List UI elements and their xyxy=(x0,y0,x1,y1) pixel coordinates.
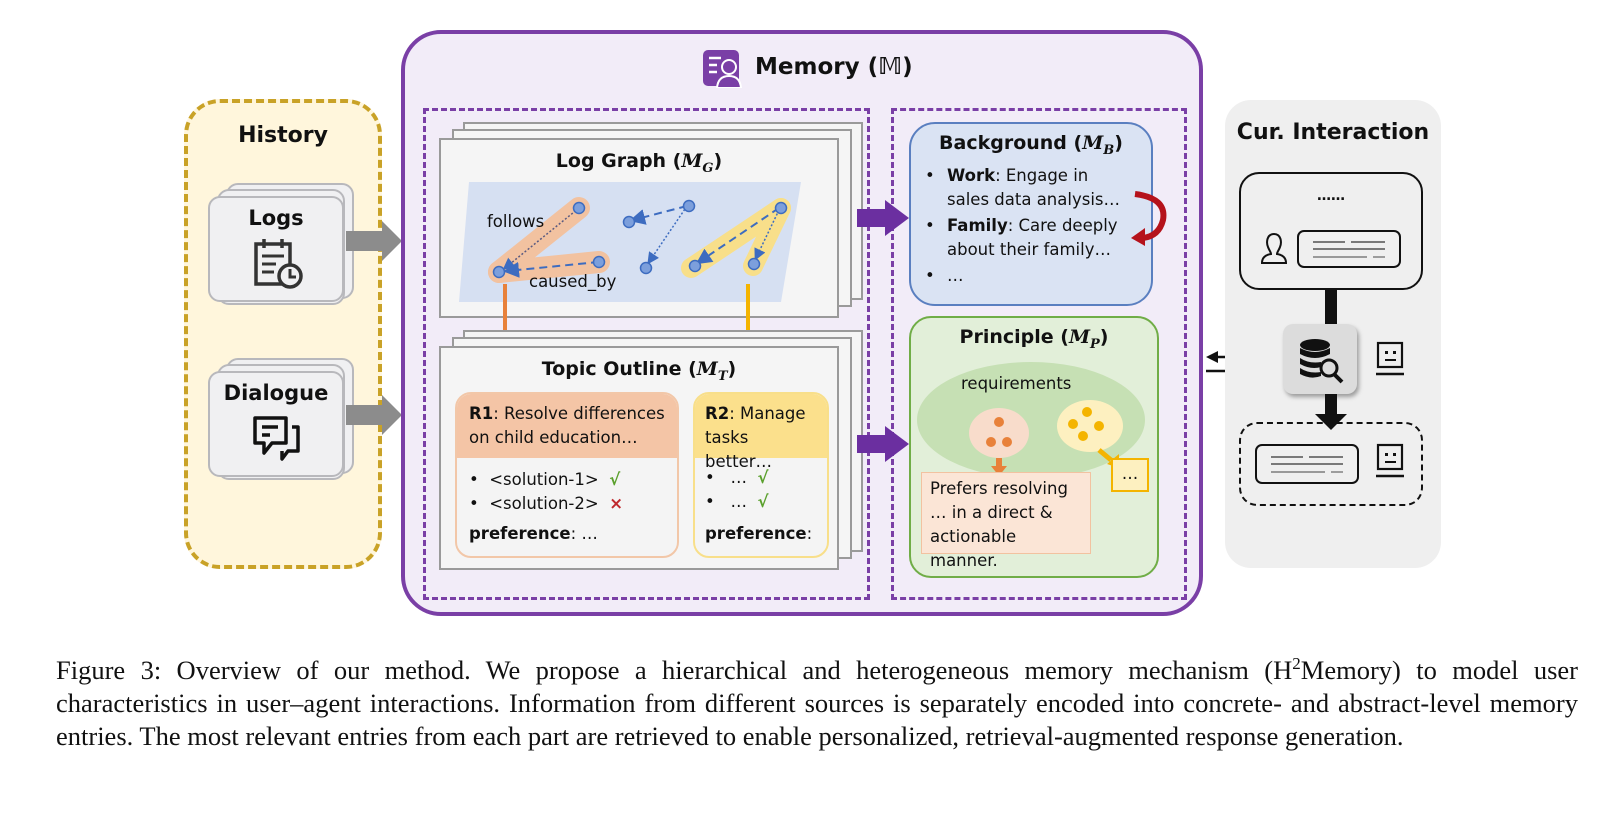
topic-r1-header: R1: Resolve differences on child educati… xyxy=(457,394,677,458)
background-item-work: •Work: Engage in sales data analysis… xyxy=(925,166,1121,209)
graph-node xyxy=(592,255,606,269)
user-query-box: …… xyxy=(1239,172,1423,290)
check-icon: √ xyxy=(757,492,769,511)
background-title: Background (MB) xyxy=(939,132,1123,158)
topic-outline-title: Topic Outline (MT) xyxy=(541,358,737,384)
memory-panel: Memory (𝕄) Log Graph (MG) xyxy=(401,30,1203,616)
memory-title: Memory (𝕄) xyxy=(755,54,913,80)
cross-icon: × xyxy=(609,494,624,513)
graph-node xyxy=(639,261,653,275)
graph-edge xyxy=(754,209,780,261)
topic-r2-header: R2: Manage tasks better… xyxy=(695,394,827,471)
topic-r1-body: • <solution-1> √ • <solution-2> × prefer… xyxy=(457,458,677,546)
abstract-memory-panel xyxy=(891,108,1187,600)
dialogue-to-memory-arrow xyxy=(346,395,402,435)
graph-edge xyxy=(695,207,780,265)
logs-to-memory-arrow xyxy=(346,221,402,261)
principle-title: Principle (MP) xyxy=(959,326,1109,352)
orange-cluster-dots xyxy=(986,417,1012,476)
message-lines xyxy=(1313,241,1385,258)
dialogue-label: Dialogue xyxy=(223,381,329,405)
log-graph-diagram xyxy=(459,182,801,302)
graph-edge xyxy=(629,205,688,225)
graph-node xyxy=(492,265,506,279)
query-flow-bar xyxy=(1325,290,1337,324)
principle-card: Principle (MP) requirements Prefers reso… xyxy=(909,316,1159,578)
history-panel: History Logs Dialogue xyxy=(184,99,402,569)
current-interaction-panel: Cur. Interaction …… xyxy=(1225,100,1441,568)
user-message-bubble xyxy=(1297,230,1401,268)
agent-response-box xyxy=(1239,422,1423,506)
agent-message-bubble xyxy=(1255,444,1359,484)
more-principles: … xyxy=(1111,458,1149,492)
background-item-family: •Family: Care deeply about their family… xyxy=(925,216,1118,259)
graph-node xyxy=(688,259,702,273)
dialogue-ellipsis: …… xyxy=(1317,188,1345,204)
message-lines xyxy=(1271,456,1343,473)
preference-line: preference: … xyxy=(705,524,813,558)
edge-caused-by xyxy=(503,261,600,278)
solution-item: • <solution-1> √ xyxy=(469,470,621,489)
graph-node xyxy=(572,201,586,215)
preference-line: preference: … xyxy=(469,524,598,543)
solution-item: • … √ xyxy=(705,468,769,487)
solution-item: • <solution-2> × xyxy=(469,494,624,513)
calendar-clock-icon xyxy=(254,239,303,289)
principle-statement: Prefers resolving … in a direct & action… xyxy=(921,472,1091,570)
background-item-more: •… xyxy=(925,266,964,285)
check-icon: √ xyxy=(757,468,769,487)
graph-node xyxy=(682,199,696,213)
edge-label-follows: follows xyxy=(487,212,545,231)
update-cycle-icon xyxy=(1131,191,1167,246)
topic-r2-card: R2: Manage tasks better… • … √ • … √ pre… xyxy=(693,392,829,558)
logs-source: Logs xyxy=(208,183,358,305)
figure-caption: Figure 3: Overview of our method. We pro… xyxy=(56,654,1578,751)
database-search-icon xyxy=(1300,339,1344,384)
orange-requirement-cluster xyxy=(969,408,1029,458)
graph-node xyxy=(747,257,761,271)
dialogue-source: Dialogue xyxy=(208,358,358,480)
concrete-memory-panel xyxy=(423,108,870,600)
graph-to-background-arrow xyxy=(857,200,909,236)
logs-label: Logs xyxy=(248,206,304,230)
topic-r1-card: R1: Resolve differences on child educati… xyxy=(455,392,679,558)
background-list: •Work: Engage in sales data analysis… •F… xyxy=(925,164,1135,288)
check-icon: √ xyxy=(609,470,621,489)
logs-card: Logs xyxy=(208,196,344,302)
log-graph-title: Log Graph (MG) xyxy=(555,150,723,176)
user-icon xyxy=(1260,232,1288,264)
topic-r2-body: • … √ • … √ preference: … xyxy=(695,458,827,558)
retriever-box[interactable] xyxy=(1283,324,1357,394)
graph-node xyxy=(622,215,636,229)
graph-edge xyxy=(647,205,688,265)
chat-bubbles-icon xyxy=(253,416,300,461)
graph-node xyxy=(774,201,788,215)
outline-to-principle-arrow xyxy=(857,426,909,462)
current-interaction-title: Cur. Interaction xyxy=(1236,120,1430,145)
agent-icon xyxy=(1376,443,1404,478)
dialogue-card: Dialogue xyxy=(208,371,344,477)
background-card: Background (MB) •Work: Engage in sales d… xyxy=(909,122,1153,306)
solution-item: • … √ xyxy=(705,492,769,511)
history-title: History xyxy=(238,123,328,148)
user-profile-icon xyxy=(703,50,743,88)
edge-label-caused-by: caused_by xyxy=(529,272,617,291)
requirements-label: requirements xyxy=(961,374,1072,393)
topic-outline-card: Topic Outline (MT) R1: Resolve differenc… xyxy=(439,346,839,570)
log-graph-card: Log Graph (MG) xyxy=(439,138,839,318)
agent-icon xyxy=(1376,341,1404,376)
